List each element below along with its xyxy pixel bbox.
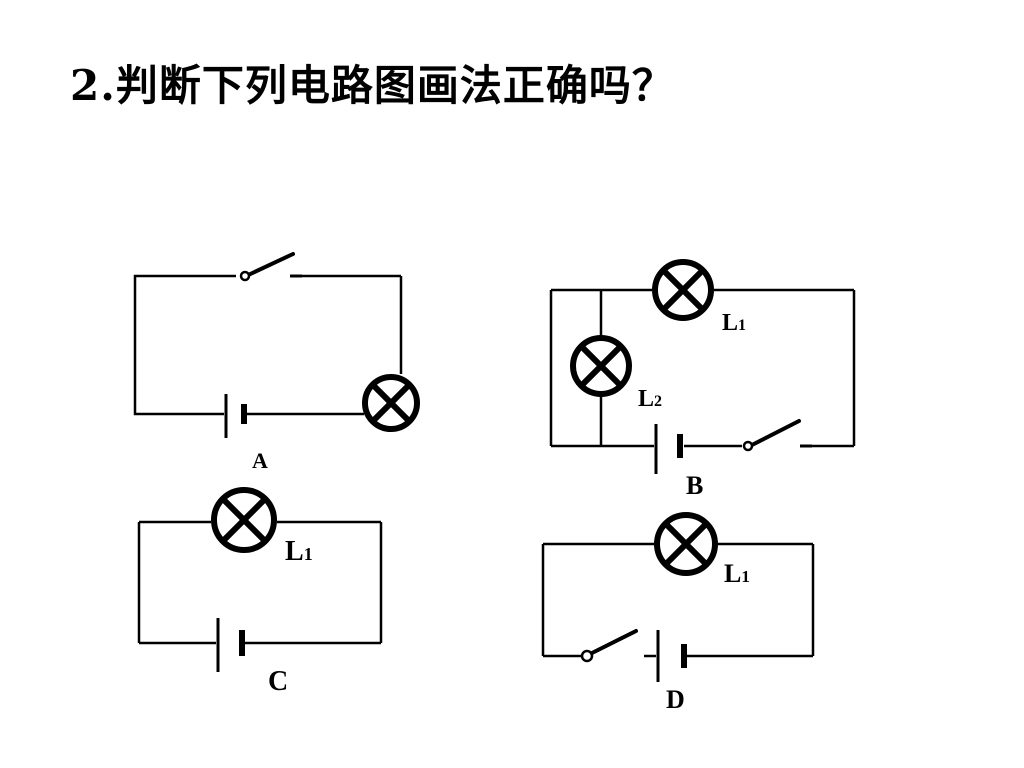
- lamp-icon: [362, 374, 420, 432]
- lamp-l2-label: L2: [638, 386, 662, 412]
- circuit-b-label: B: [686, 471, 703, 500]
- battery-icon: [654, 424, 683, 474]
- battery-icon: [216, 618, 245, 672]
- lamp-l1-label: L1: [285, 536, 313, 567]
- circuit-d: L1 D: [541, 512, 815, 714]
- circuit-c-label: C: [268, 666, 288, 697]
- circuit-a: A: [133, 252, 420, 473]
- page-title: 2.判断下列电路图画法正确吗？: [70, 61, 675, 110]
- battery-icon: [224, 394, 247, 438]
- lamp-icon: [654, 512, 718, 576]
- switch-icon: [742, 419, 812, 452]
- battery-icon: [656, 630, 687, 682]
- circuit-b: L1 L2 B: [549, 259, 856, 500]
- circuit-c: L1 C: [137, 487, 383, 697]
- lamp-icon: [652, 259, 714, 321]
- lamp-icon: [211, 487, 277, 553]
- switch-icon: [580, 629, 638, 663]
- lamp-icon: [570, 335, 632, 397]
- lamp-l1-label: L1: [722, 310, 746, 336]
- circuit-a-label: A: [252, 448, 268, 473]
- lamp-l1-label: L1: [724, 559, 750, 588]
- circuit-d-label: D: [666, 685, 685, 714]
- switch-icon: [239, 252, 302, 282]
- wire: [133, 274, 236, 416]
